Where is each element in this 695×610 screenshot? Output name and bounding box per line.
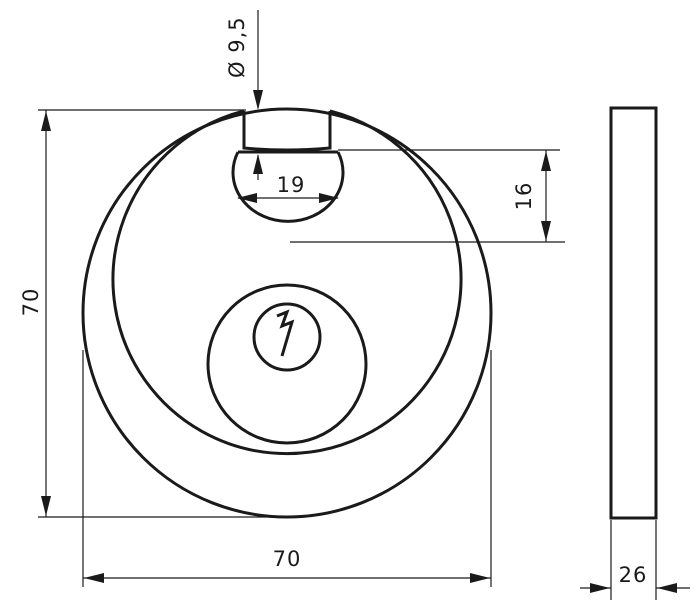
label-body-height: 70	[19, 288, 43, 317]
label-body-width: 70	[273, 547, 302, 571]
label-diameter: Ø 9,5	[225, 16, 249, 78]
arrow-26-left	[590, 583, 610, 593]
keyway-icon	[276, 309, 295, 357]
arrow-19-right	[319, 193, 339, 203]
padlock-front-view	[81, 107, 493, 519]
side-view-rect	[609, 106, 658, 520]
shackle-opening	[242, 111, 332, 152]
key-plug-circle	[252, 302, 322, 372]
arrow-26-right	[657, 583, 677, 593]
padlock-side-view	[609, 106, 658, 520]
arrow-diameter-lower	[253, 154, 263, 174]
arrow-70h-right	[470, 573, 490, 583]
inner-rim-arc	[111, 109, 463, 456]
dimension-labels: Ø 9,5 19 16 70 70 26	[19, 16, 648, 587]
arrow-70v-bottom	[41, 496, 51, 516]
arrow-19-left	[237, 193, 257, 203]
arrow-70h-left	[84, 573, 104, 583]
extension-lines	[38, 10, 657, 600]
cylinder-outer-circle	[206, 283, 368, 445]
arrow-16-top	[541, 151, 551, 171]
label-body-depth: 26	[619, 563, 648, 587]
label-opening-width: 19	[277, 173, 306, 197]
arrow-diameter	[253, 90, 263, 110]
arrow-70v-top	[41, 111, 51, 131]
label-opening-height: 16	[512, 182, 536, 211]
dimension-lines	[41, 88, 690, 593]
arrow-16-bottom	[541, 221, 551, 241]
shackle-loop	[231, 151, 345, 223]
